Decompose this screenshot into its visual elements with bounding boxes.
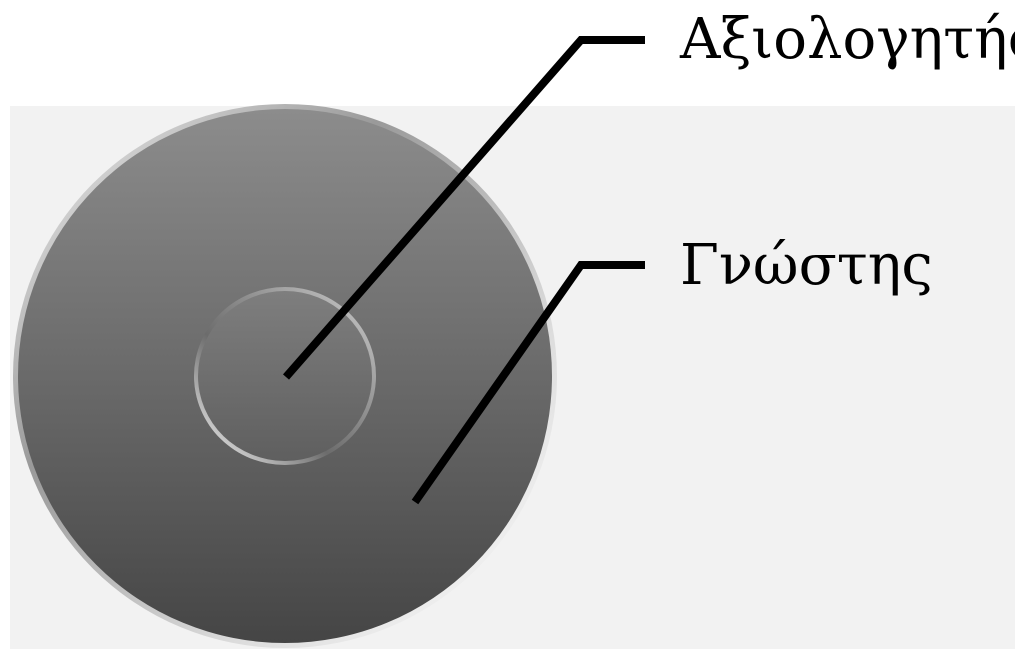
label-outer-disc: Γνώστης bbox=[680, 238, 933, 294]
label-inner-disc: Αξιολογητής bbox=[680, 12, 1015, 68]
